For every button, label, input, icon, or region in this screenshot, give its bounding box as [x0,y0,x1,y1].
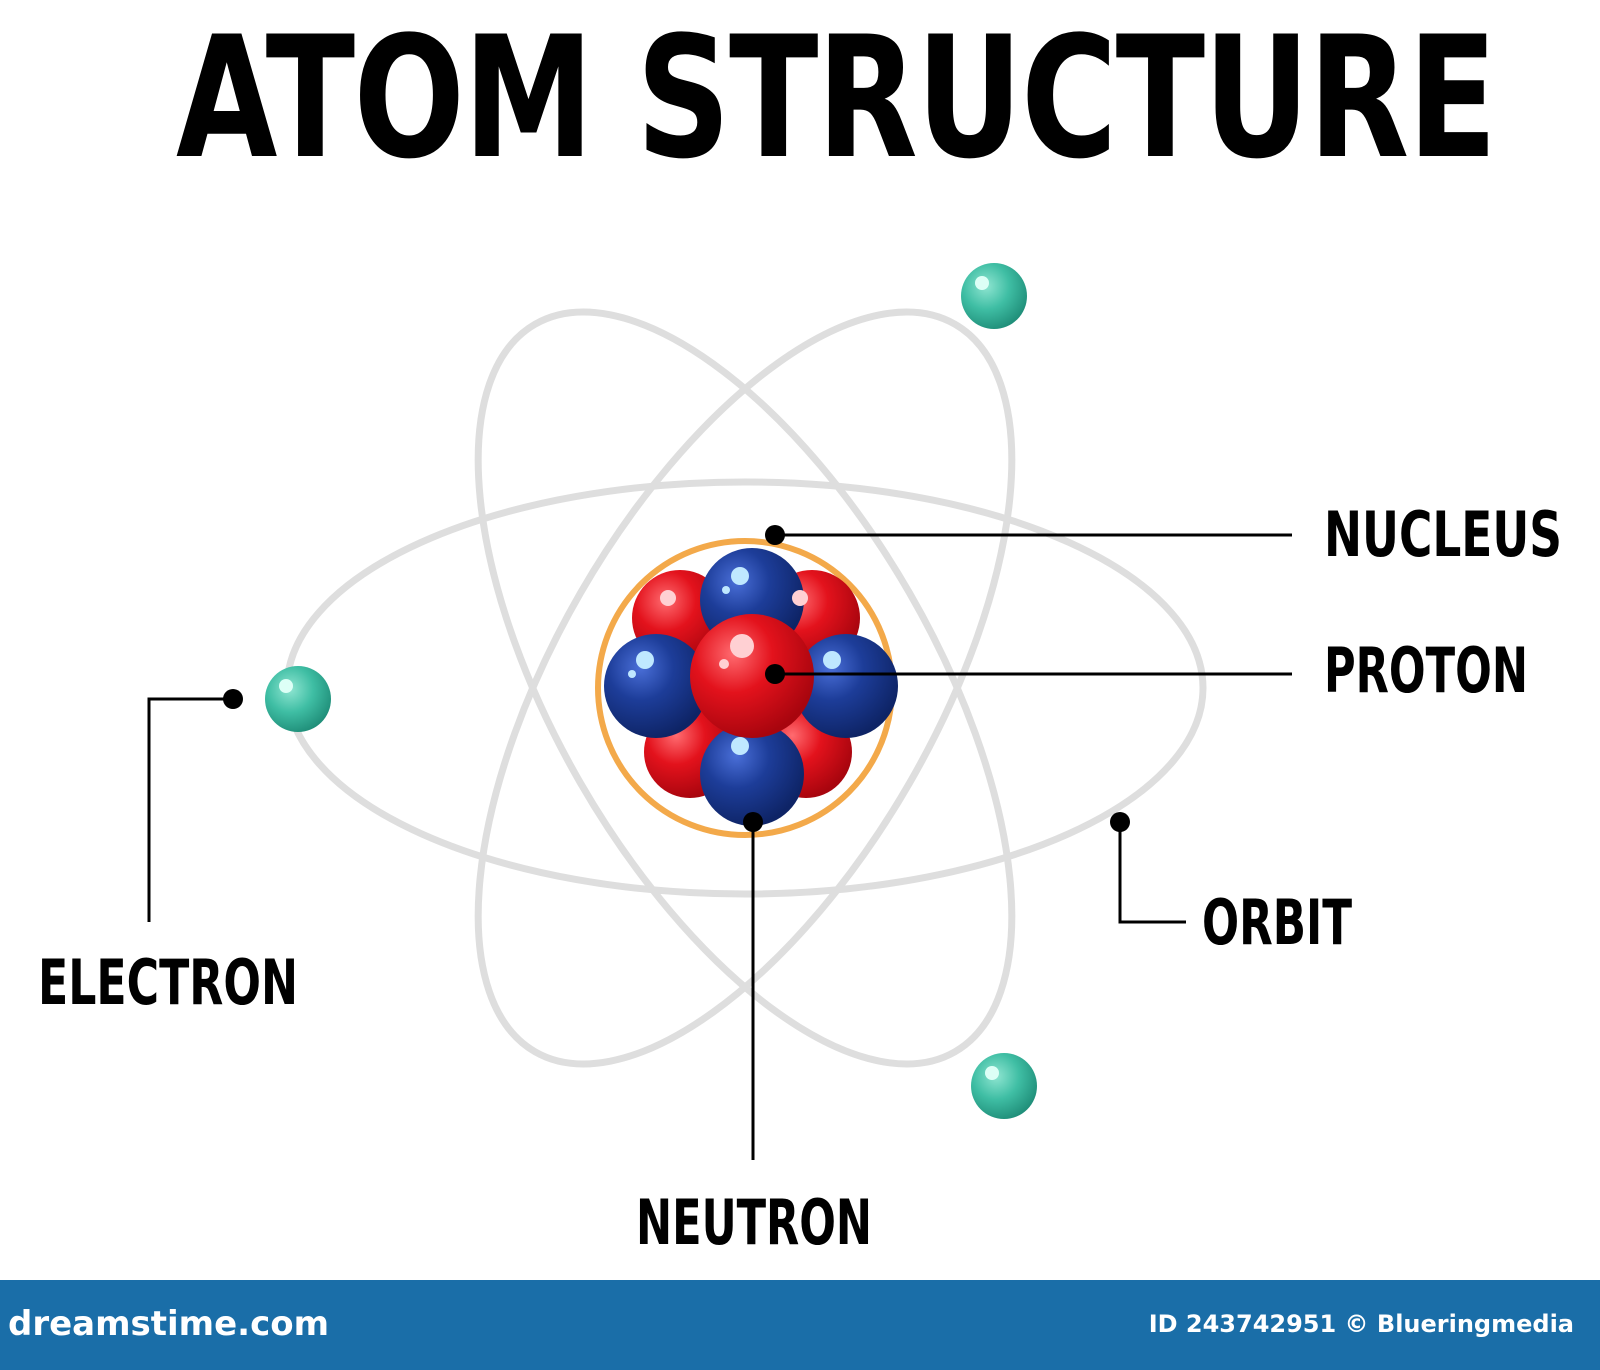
nucleus-dot [765,525,785,545]
orbit-leader [1118,822,1186,924]
footer-logo: dreamstime.com [8,1304,330,1344]
orbit-dot [1110,812,1130,832]
neutron-right [794,634,898,738]
proton-center [690,614,814,738]
page-title: ATOM STRUCTURE [176,0,1497,196]
electron-dot [223,689,243,709]
proton-highlights [660,590,808,669]
orbit-label: ORBIT [1202,886,1352,959]
leader-dots [223,525,1130,832]
neutron-dot [743,812,763,832]
footer-bar: dreamstime.com ID 243742951 © Blueringme… [0,1280,1600,1370]
electron-left [265,666,331,732]
nucleus [604,548,898,826]
electron-label: ELECTRON [38,946,298,1019]
neutron-bottom [700,722,804,826]
nucleus-label: NUCLEUS [1324,498,1562,571]
electron-leader [147,697,233,922]
neutron-left [604,634,708,738]
proton-label: PROTON [1324,634,1528,707]
footer-credit: ID 243742951 © Blueringmedia [1148,1310,1574,1338]
neutron-label: NEUTRON [636,1186,872,1259]
orbit-diagonal-1 [474,308,1016,1068]
electron-top-right [961,263,1027,329]
leader-lines [147,533,1292,1160]
proton-dot [765,664,785,684]
atom-diagram: NUCLEUS PROTON ELECTRON ORBIT NEUTRON [38,263,1562,1259]
electron-bottom-right [971,1053,1037,1119]
neutron-highlights [628,567,841,755]
orbit-diagonal-2 [474,308,1016,1068]
electrons [265,263,1037,1119]
